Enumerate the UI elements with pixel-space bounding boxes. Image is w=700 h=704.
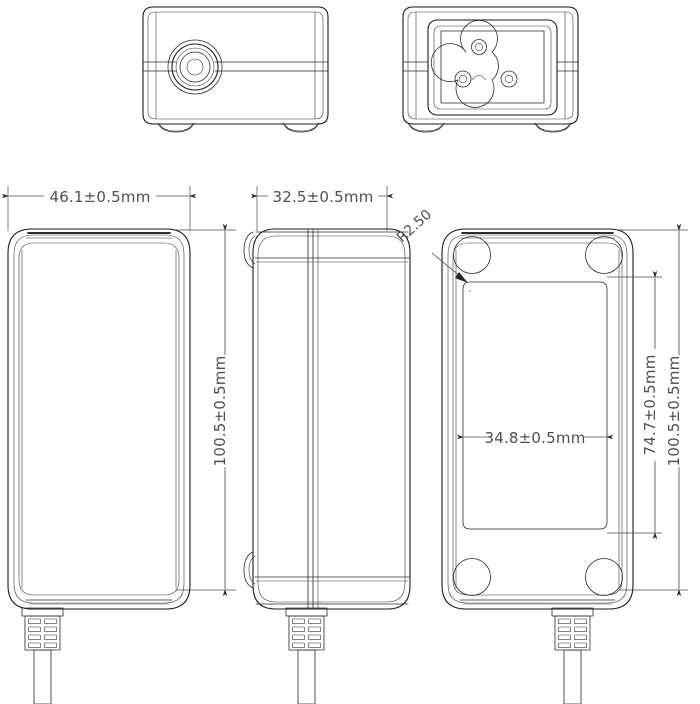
inlet-bezel	[427, 19, 558, 116]
inlet-pin-hole	[454, 39, 518, 88]
dimension-depth-label: 32.5±0.5mm	[272, 188, 373, 206]
strain-relief-ribs	[292, 618, 321, 648]
enclosure-inner-edge	[147, 11, 324, 120]
dimension-depth: 32.5±0.5mm	[250, 185, 394, 231]
inlet-recess	[440, 30, 545, 104]
output-cable	[563, 649, 582, 704]
dc-output-jack	[167, 39, 223, 95]
dimension-height-right-label: 100.5±0.5mm	[665, 356, 683, 467]
view-rear	[441, 228, 634, 704]
center-seam-line	[307, 229, 319, 609]
enclosure-outline-front	[7, 228, 191, 610]
strain-relief-ribs	[28, 618, 57, 648]
case-seam-line	[402, 61, 579, 72]
dimension-width-label: 46.1±0.5mm	[49, 188, 150, 206]
dimension-label-height-label: 74.7±0.5mm	[641, 354, 659, 455]
case-seam-line	[142, 61, 329, 72]
foot-ellipse	[407, 122, 572, 133]
output-cable	[33, 649, 52, 704]
iec-c6-cloverleaf-inlet	[430, 20, 518, 108]
dimension-height-left: 100.5±0.5mm	[176, 223, 236, 597]
view-front	[7, 228, 191, 704]
dimension-width: 46.1±0.5mm	[1, 185, 197, 231]
strain-relief-ribs	[558, 618, 587, 648]
cable-strain-relief	[21, 607, 64, 704]
view-top-left-dc-end	[142, 6, 329, 133]
enclosure-outline-side	[252, 228, 411, 610]
view-side	[243, 228, 411, 704]
enclosure-outline-dc-end	[142, 6, 329, 125]
cable-strain-relief	[551, 607, 594, 704]
cable-strain-relief	[285, 607, 328, 704]
dimension-label-width-label: 34.8±0.5mm	[484, 429, 585, 447]
output-cable	[297, 649, 316, 704]
enclosure-outline-rear	[441, 228, 634, 610]
dimension-height-right: 100.5±0.5mm	[619, 223, 689, 597]
label-recess	[462, 281, 608, 530]
foot-pad	[453, 236, 623, 596]
foot-ellipse	[157, 122, 320, 133]
view-top-right-ac-end	[402, 6, 579, 133]
dimension-label-height: 74.7±0.5mm	[607, 270, 665, 540]
dimension-label-width: 34.8±0.5mm	[456, 427, 614, 447]
recess-corner-mark	[469, 290, 471, 292]
foot-bump	[243, 231, 256, 589]
dimension-height-left-label: 100.5±0.5mm	[211, 356, 229, 467]
enclosure-outline-ac-end	[402, 6, 579, 125]
